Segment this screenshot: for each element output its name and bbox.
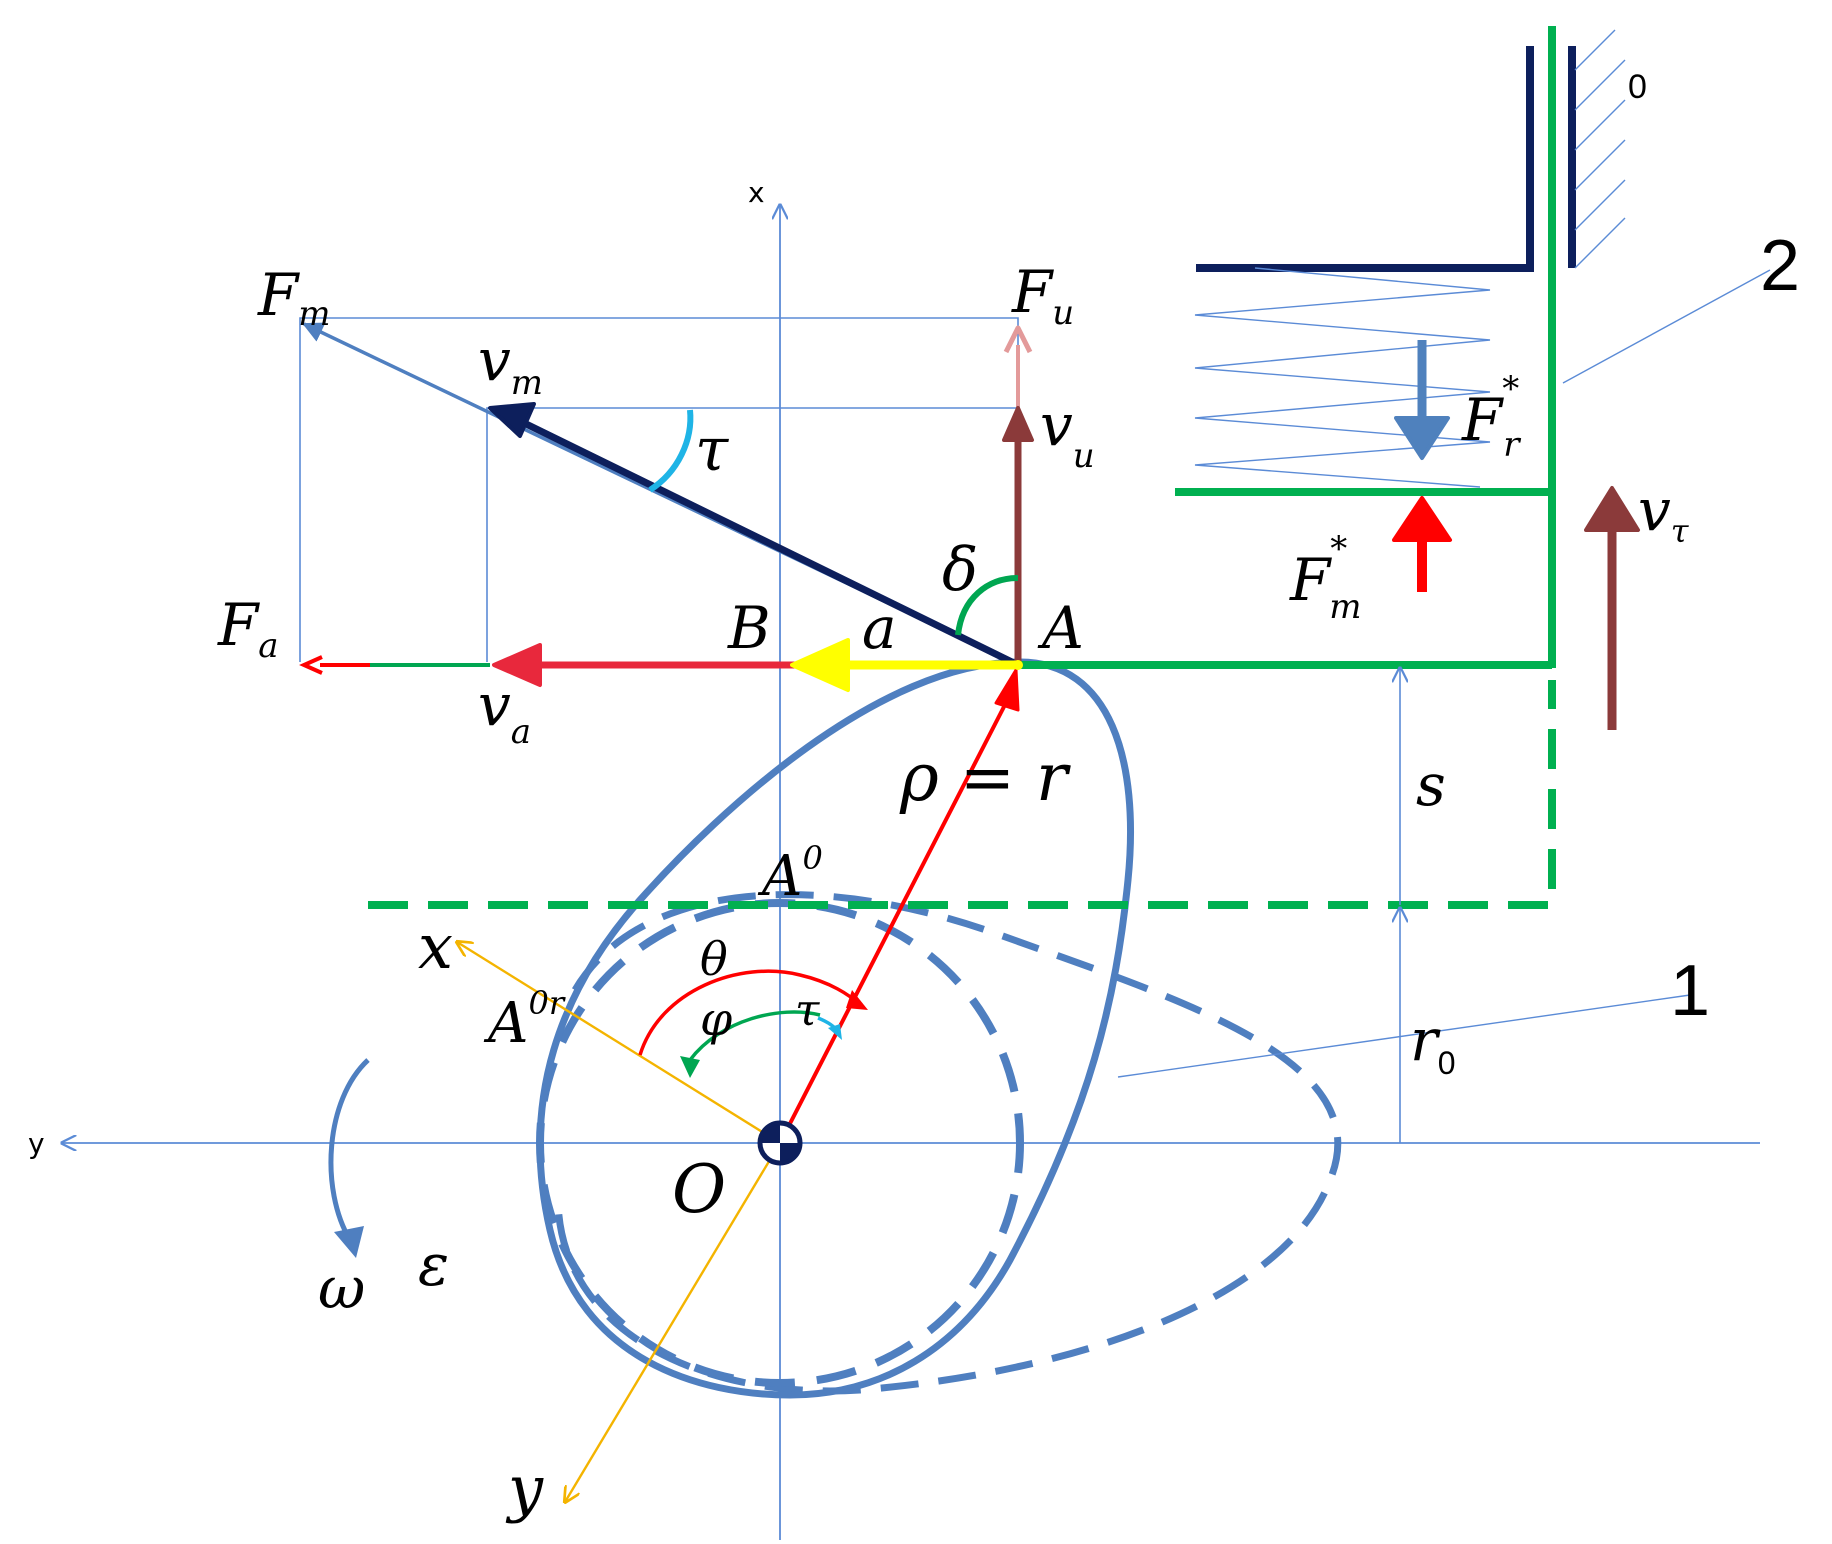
- label-delta: δ: [942, 535, 978, 605]
- theta-arc: [638, 969, 862, 1056]
- label-part-0: 0: [1628, 68, 1647, 106]
- label-fm-star: F*m: [1289, 529, 1362, 627]
- construction-lines: [299, 317, 1019, 662]
- leader-part-1: [1117, 994, 1691, 1078]
- ground-hatching: [1574, 29, 1626, 269]
- label-y-rotated: y: [505, 1452, 544, 1525]
- leader-part-2: [1562, 269, 1771, 384]
- delta-angle-arc: [955, 575, 1019, 636]
- vm-rectangle: [486, 407, 1018, 662]
- label-tau-top: τ: [695, 415, 729, 485]
- label-part-2: 2: [1760, 226, 1800, 306]
- fa-arrow: [299, 655, 490, 675]
- vtau-arrow: [1584, 486, 1640, 730]
- label-a0: A0: [757, 839, 823, 909]
- label-epsilon: ε: [418, 1231, 449, 1299]
- label-x-rotated: x: [418, 910, 453, 983]
- angle-arcs: [638, 969, 868, 1078]
- label-omega: ω: [318, 1254, 365, 1322]
- tau-angle-arc: [648, 409, 694, 493]
- label-r0: r0: [1410, 1006, 1456, 1081]
- label-tau-small: τ: [795, 985, 820, 1036]
- frame: [1196, 46, 1576, 272]
- fu-arrow: [1003, 325, 1033, 410]
- label-vtau: vτ: [1638, 476, 1690, 550]
- label-point-a: A: [1037, 594, 1084, 662]
- follower: [368, 26, 1556, 909]
- label-fm: Fm: [257, 261, 331, 334]
- point-a-marker: [1013, 660, 1023, 670]
- label-fr-star: F*r: [1461, 369, 1521, 465]
- label-rho-r: ρ = r: [899, 739, 1071, 816]
- y-axis-label: y: [28, 1127, 45, 1160]
- cam-profile: [536, 658, 1134, 1399]
- omega-arrow: [328, 1058, 370, 1258]
- vu-arrow: [1002, 406, 1034, 662]
- a-arrow: [790, 638, 1018, 692]
- label-theta: θ: [700, 932, 728, 986]
- labels: Fm Fu vm vu τ δ Fa va B a A F*r F*m vτ s…: [217, 68, 1800, 1525]
- label-part-1: 1: [1670, 951, 1710, 1031]
- label-a: a: [862, 594, 897, 662]
- axes: x y: [28, 176, 1760, 1540]
- frame-bracket: [1196, 46, 1534, 272]
- vm-arrow: [488, 402, 1018, 668]
- rotated-y-axis: [565, 1142, 782, 1502]
- follower-initial-position: [368, 680, 1556, 909]
- label-o: O: [672, 1151, 726, 1228]
- spring: [1194, 267, 1491, 488]
- fm-rectangle: [299, 317, 1019, 662]
- label-va: va: [478, 671, 531, 752]
- label-vu: vu: [1040, 391, 1095, 476]
- phi-arc: [688, 1010, 821, 1062]
- rho-arrow: [778, 668, 1020, 1144]
- x-axis-label: x: [748, 176, 765, 209]
- label-phi: φ: [700, 992, 733, 1046]
- label-fa: Fa: [217, 591, 279, 666]
- fm-star-arrow: [1392, 496, 1452, 592]
- center-pivot: [757, 1120, 803, 1166]
- label-s: s: [1416, 751, 1446, 819]
- rotated-x-axis: [457, 942, 781, 1145]
- label-fu: Fu: [1011, 258, 1074, 333]
- label-a0r: A0r: [483, 984, 566, 1056]
- label-vm: vm: [478, 326, 543, 403]
- rotated-axes: [457, 942, 782, 1502]
- label-b: B: [727, 594, 771, 662]
- fr-star-arrow: [1394, 340, 1450, 460]
